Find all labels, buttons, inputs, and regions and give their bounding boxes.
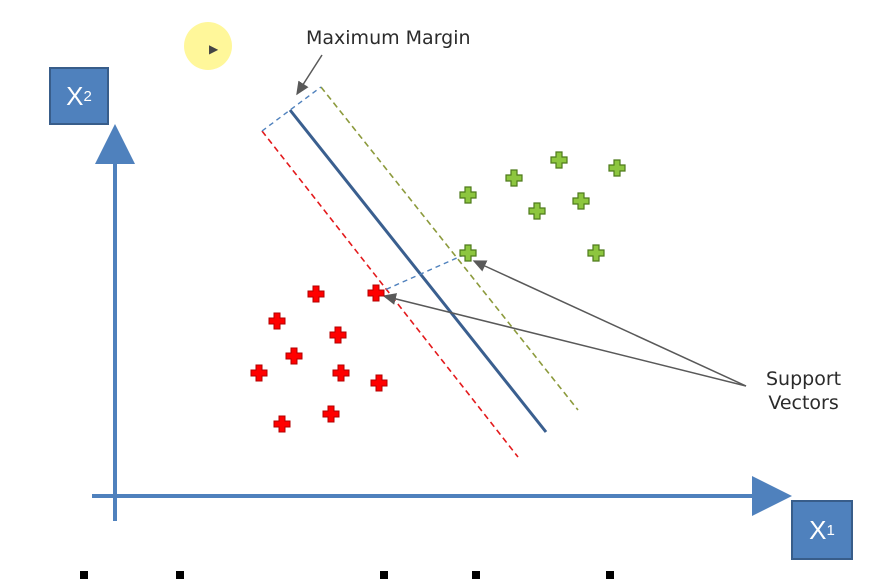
green-plus-icon [505, 169, 523, 187]
support-arrow-green [472, 260, 747, 387]
red-plus-icon [322, 405, 340, 423]
bottom-artifact [380, 571, 388, 579]
red-class-points [250, 284, 388, 433]
red-plus-icon [307, 285, 325, 303]
red-plus-icon [367, 284, 385, 302]
x1-sub: 1 [826, 521, 835, 539]
maximum-margin-label: Maximum Margin [306, 27, 471, 49]
margin-pointer-arrow [296, 54, 323, 96]
x1-main: X [809, 514, 827, 545]
red-plus-icon [332, 364, 350, 382]
red-plus-icon [370, 374, 388, 392]
red-plus-icon [273, 415, 291, 433]
cursor-highlight [184, 22, 232, 70]
green-plus-icon [528, 202, 546, 220]
red-plus-icon [268, 312, 286, 330]
margin-width-mid [377, 252, 469, 294]
mouse-pointer-icon: ▶ [209, 42, 219, 56]
margin-width-top [261, 86, 322, 132]
red-plus-icon [329, 326, 347, 344]
green-plus-icon [459, 186, 477, 204]
red-plus-icon [285, 347, 303, 365]
bottom-artifact [176, 571, 184, 579]
support-vectors-line2: Vectors [768, 392, 839, 414]
x2-main: X [66, 80, 84, 111]
bottom-artifact [80, 571, 88, 579]
green-class-points [459, 151, 626, 262]
hyperplane-line [288, 109, 548, 433]
green-plus-icon [608, 159, 626, 177]
green-plus-icon [572, 192, 590, 210]
green-plus-icon [587, 244, 605, 262]
support-vectors-label: Support Vectors [766, 367, 841, 415]
bottom-artifact [606, 571, 614, 579]
green-plus-icon [550, 151, 568, 169]
green-plus-icon [459, 244, 477, 262]
red-plus-icon [250, 364, 268, 382]
green-margin-line [320, 86, 579, 411]
support-vectors-line1: Support [766, 368, 842, 390]
red-margin-line [261, 130, 519, 458]
x2-sub: 2 [83, 87, 92, 105]
support-arrow-red [382, 293, 747, 387]
bottom-artifact [472, 571, 480, 579]
